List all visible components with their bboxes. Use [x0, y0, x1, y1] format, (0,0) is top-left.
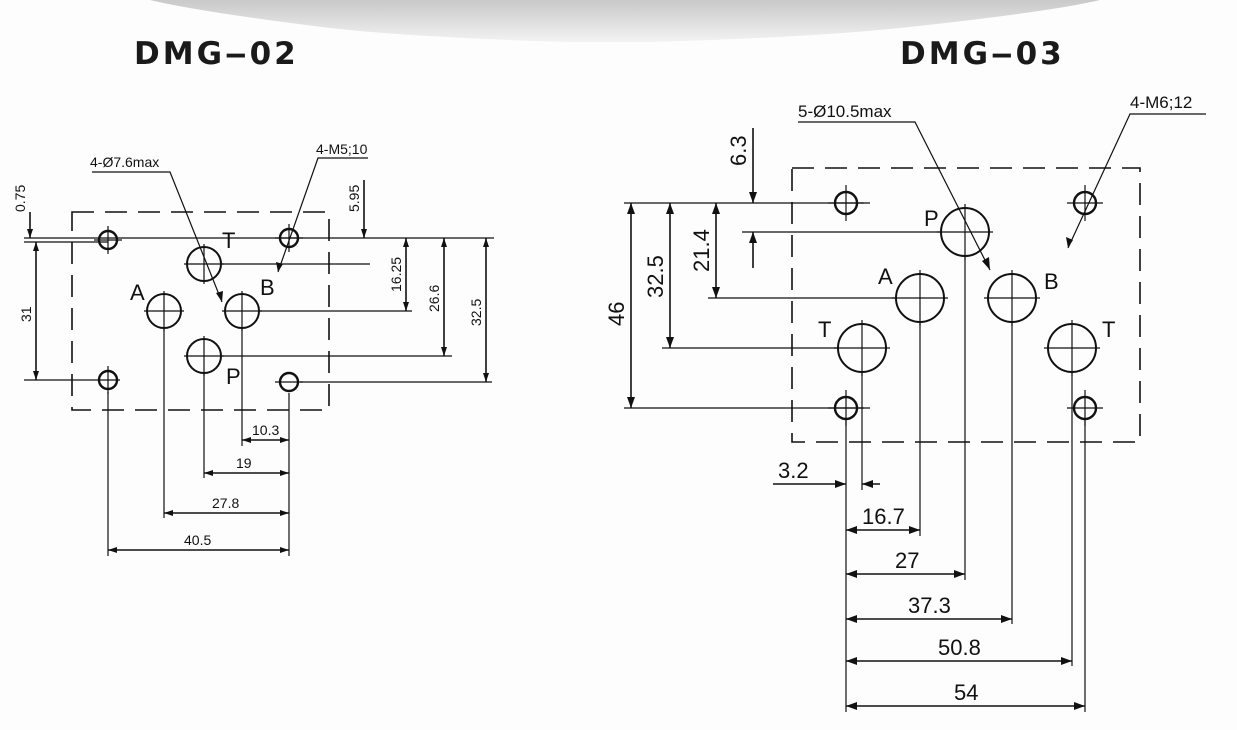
dmg03-leader-arrows — [982, 237, 1073, 270]
dmg02-dim-103: 10.3 — [252, 422, 279, 438]
dmg02-callout-threads: 4-M5;10 — [316, 141, 368, 157]
dmg03-callout-holes: 5-Ø10.5max — [798, 102, 892, 121]
dmg02-dim-595: 5.95 — [346, 185, 362, 212]
dmg02-dim-19: 19 — [236, 455, 252, 471]
dmg03-extension-lines — [624, 202, 1086, 712]
dmg02-vertical-dim-lines — [29, 180, 487, 382]
dmg03-dim-373: 37.3 — [908, 593, 951, 618]
dmg03-vertical-dim-lines — [630, 128, 754, 408]
dmg02-dim-278: 27.8 — [212, 495, 239, 511]
dmg02-dim-325: 32.5 — [468, 299, 484, 326]
dmg02-callout-holes: 4-Ø7.6max — [90, 154, 159, 170]
dmg03-dim-32: 3.2 — [778, 458, 809, 483]
dmg03-label-b: B — [1044, 269, 1059, 294]
dmg02-label-p: P — [226, 364, 241, 389]
dmg02-arrowheads — [27, 229, 489, 553]
dmg02-dim-1625: 16.25 — [388, 257, 404, 292]
dmg03-horizontal-dim-lines — [773, 483, 1085, 707]
dmg03-dim-325: 32.5 — [643, 255, 668, 298]
dmg02-label-a: A — [130, 280, 145, 305]
dmg02-dim-31: 31 — [18, 306, 34, 322]
dmg02-leader-arrows — [216, 262, 283, 302]
dmg03-dim-46: 46 — [604, 302, 629, 326]
dmg03-label-a: A — [878, 264, 893, 289]
dmg02-dim-075: 0.75 — [12, 185, 28, 212]
dmg02-label-t: T — [222, 228, 235, 253]
dmg03-label-t-right: T — [1102, 317, 1115, 342]
dmg03-leaders — [798, 113, 1206, 271]
dmg02-dim-266: 26.6 — [426, 285, 442, 312]
header-banner — [150, 0, 1100, 42]
dmg02-extension-lines — [24, 237, 494, 556]
dmg03-label-t-left: T — [818, 317, 831, 342]
dmg03-title: DMG‒03 — [900, 36, 1065, 72]
dmg03-dim-63: 6.3 — [726, 135, 751, 166]
dmg03-dim-27: 27 — [895, 548, 919, 573]
dmg03-callout-threads: 4-M6;12 — [1130, 93, 1192, 112]
dmg03-dim-214: 21.4 — [689, 229, 714, 272]
dmg03-label-p: P — [924, 206, 939, 231]
dmg03-dim-508: 50.8 — [938, 635, 981, 660]
dmg02-title: DMG‒02 — [134, 36, 299, 72]
dmg03-body-outline — [791, 167, 1141, 443]
dmg02-body-outline — [71, 211, 330, 411]
dmg02-leaders — [92, 157, 368, 303]
dmg03-arrowheads — [627, 192, 1085, 710]
dmg02-dim-405: 40.5 — [184, 532, 211, 548]
dmg03-dim-54: 54 — [954, 680, 978, 705]
dmg03-dim-167: 16.7 — [862, 504, 905, 529]
dmg02-label-b: B — [260, 275, 275, 300]
